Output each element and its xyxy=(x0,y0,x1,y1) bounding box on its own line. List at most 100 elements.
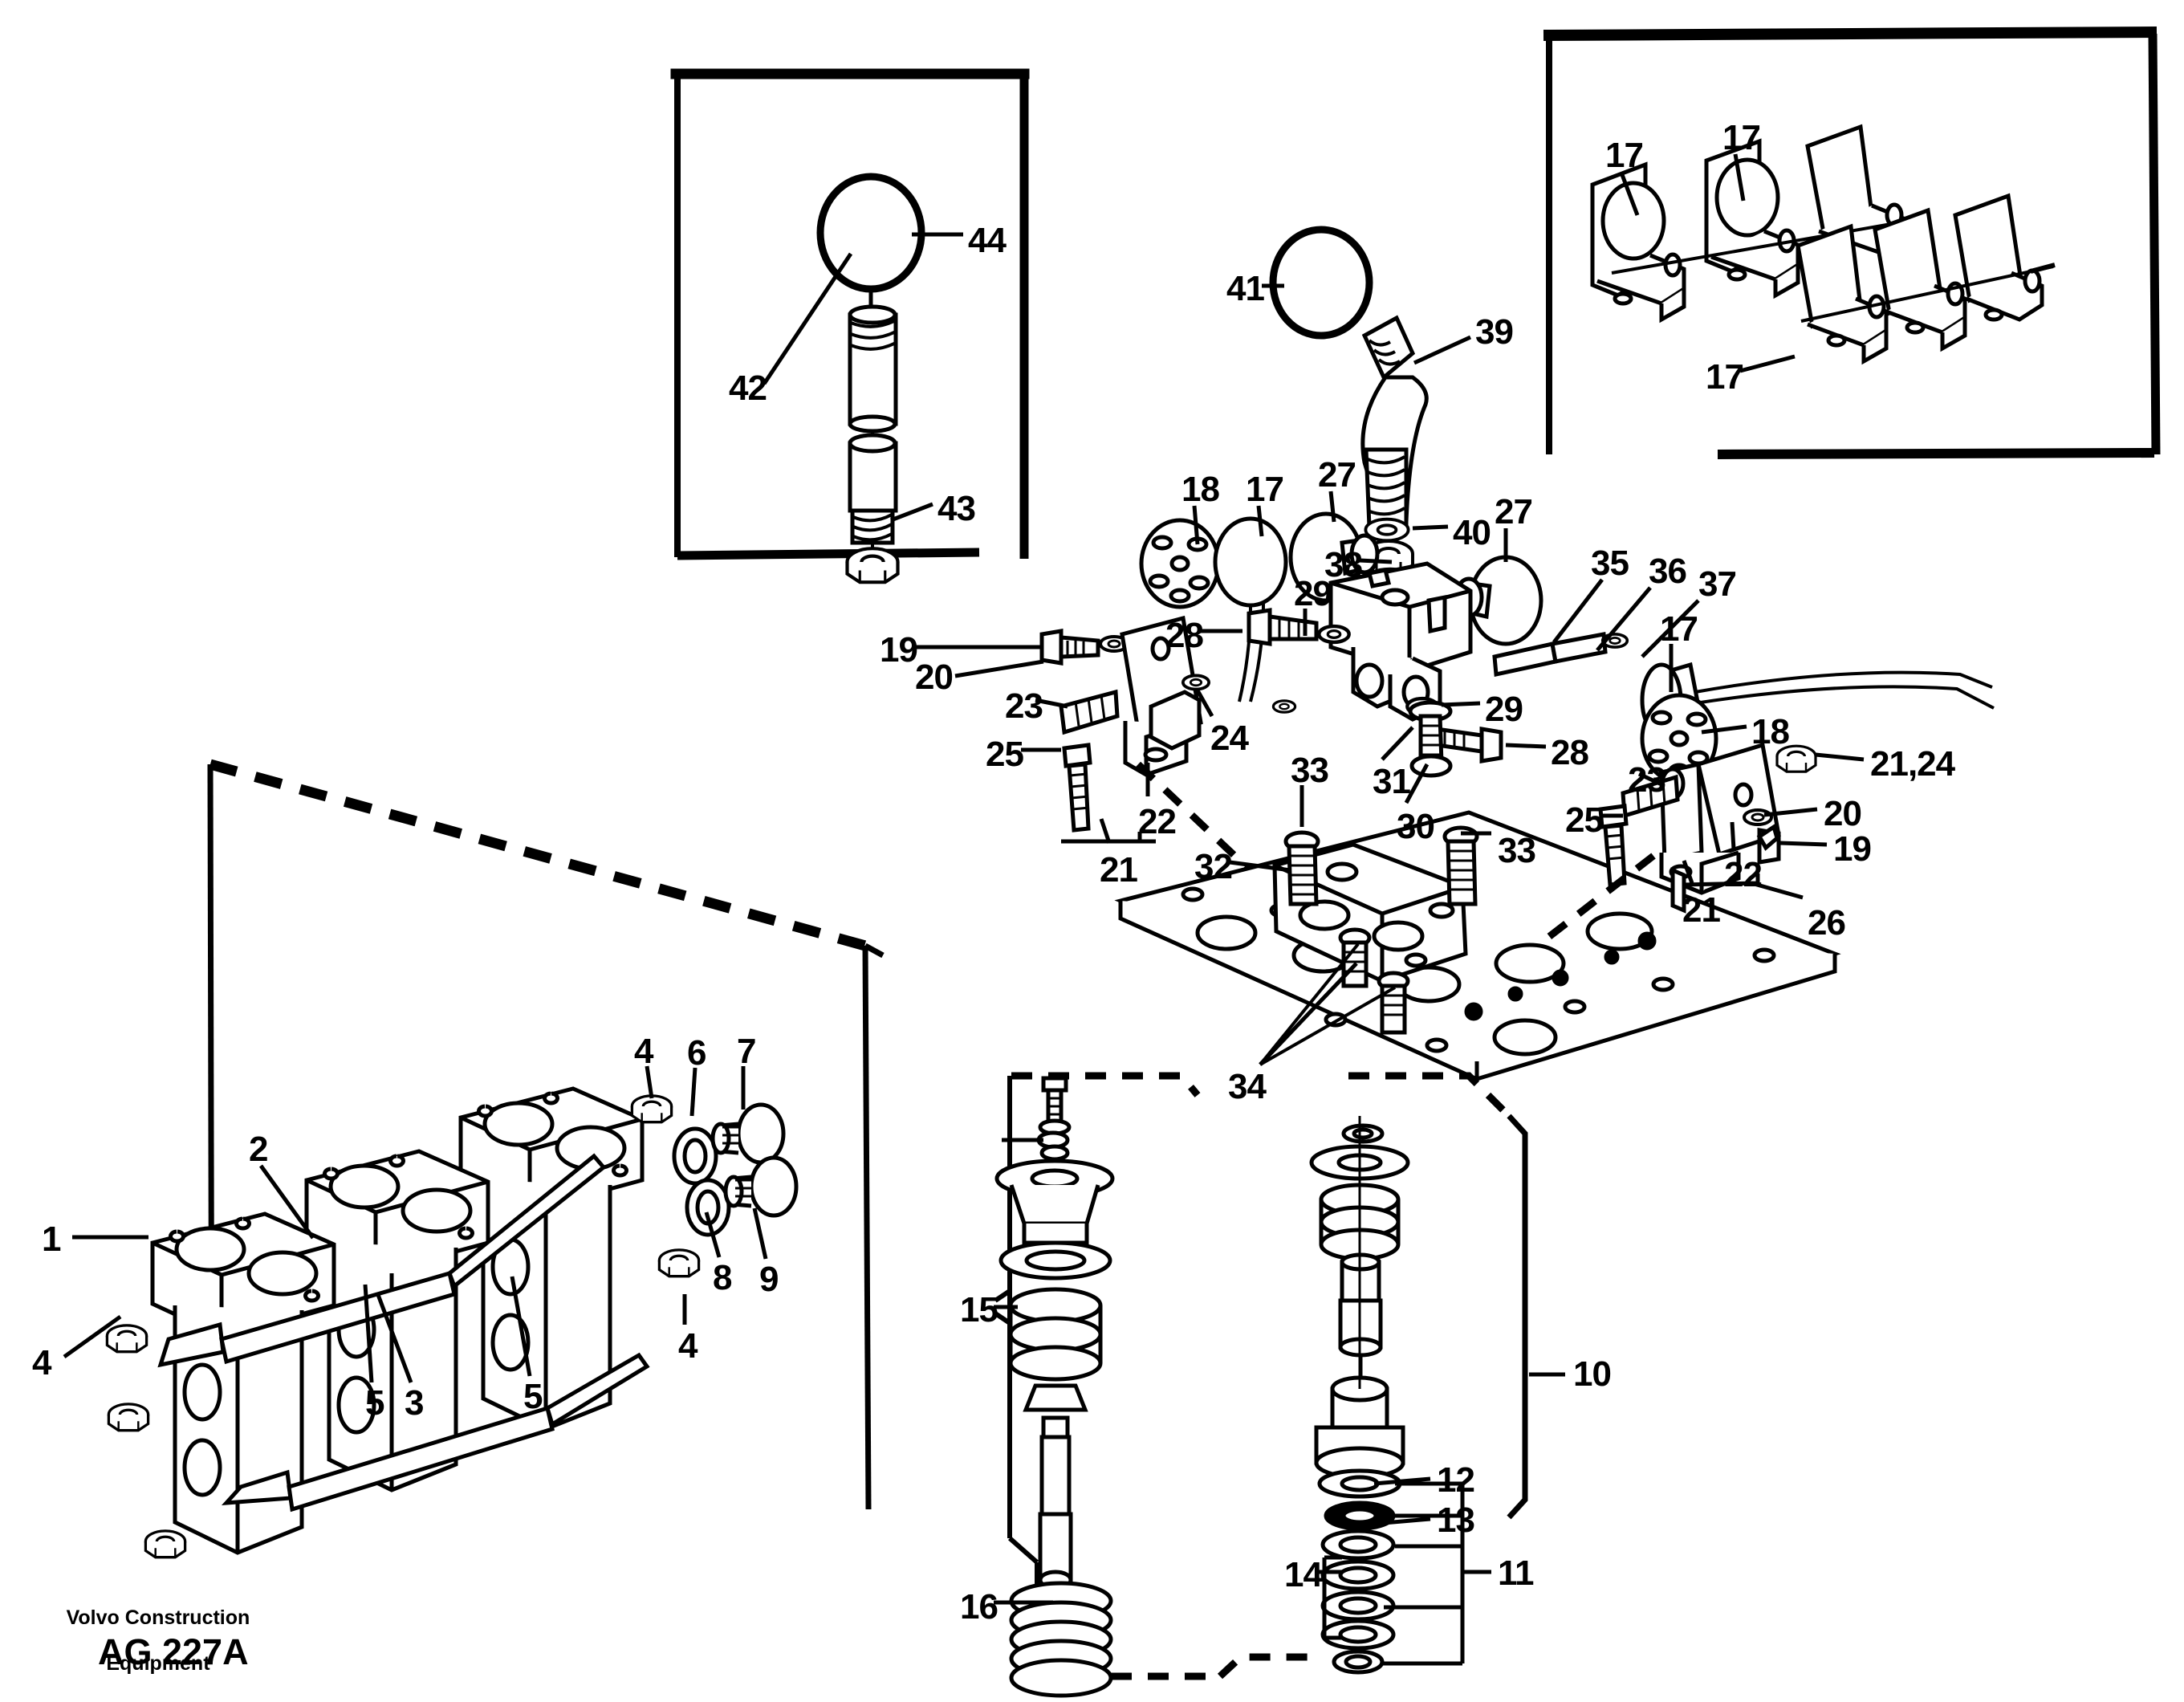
callout-33: 33 xyxy=(1291,751,1329,790)
callout-18: 18 xyxy=(1181,470,1220,509)
leader-line-c31 xyxy=(1381,726,1414,761)
callout-13: 13 xyxy=(1437,1500,1475,1540)
leader-line-c21b xyxy=(1682,860,1694,884)
callout-11: 11 xyxy=(1498,1553,1535,1593)
leader-line-c38 xyxy=(1359,558,1393,564)
callout-42: 42 xyxy=(729,368,767,408)
knob-detail-inset-frame xyxy=(670,68,1030,560)
callout-21: 21 xyxy=(1100,850,1138,890)
seal-6-art xyxy=(672,1126,718,1186)
leader-line-c43 xyxy=(890,502,933,523)
callout-24: 24 xyxy=(1210,719,1249,758)
leader-line-c2 xyxy=(258,1164,315,1240)
callout-21-24: 21,24 xyxy=(1870,744,1955,784)
callout-4: 4 xyxy=(634,1032,654,1071)
leader-line-c26 xyxy=(1751,881,1804,900)
leader-line-c2124 xyxy=(1815,752,1865,762)
screw-25-right xyxy=(1598,804,1629,887)
callout-15: 15 xyxy=(960,1290,998,1329)
leader-line-c36 xyxy=(1596,586,1652,652)
leader-line-c27a xyxy=(1328,491,1336,523)
callout-39: 39 xyxy=(1475,312,1514,352)
leader-line-c32 xyxy=(1229,860,1291,873)
callout-34: 34 xyxy=(1228,1067,1267,1106)
leader-line-c17b xyxy=(1733,153,1746,202)
callout-5: 5 xyxy=(365,1383,385,1423)
callout-27: 27 xyxy=(1495,492,1533,531)
cable-art xyxy=(1694,670,1993,694)
screw-25-left xyxy=(1062,743,1092,833)
spool-15-art xyxy=(994,1076,1115,1614)
callout-36: 36 xyxy=(1649,552,1687,591)
group-border-right xyxy=(862,945,872,1510)
leader-line-c37 xyxy=(1641,599,1700,658)
callout-29: 29 xyxy=(1485,690,1523,729)
leader-line-c19b xyxy=(1779,841,1828,847)
leader-line-c20a xyxy=(954,659,1044,678)
valve-block-3 xyxy=(458,1086,645,1431)
leader-line-c4a xyxy=(63,1314,122,1359)
callout-30: 30 xyxy=(1397,807,1435,846)
callout-20: 20 xyxy=(1824,794,1862,833)
leader-line-c12 xyxy=(1373,1476,1431,1486)
callout-18: 18 xyxy=(1751,712,1790,751)
tie-rod-upper xyxy=(157,1153,607,1368)
bolt-28-right xyxy=(1434,727,1503,763)
leader-line-c40 xyxy=(1412,524,1449,531)
leader-line-c5a xyxy=(363,1284,374,1383)
callout-19: 19 xyxy=(880,630,918,670)
callout-7: 7 xyxy=(737,1032,757,1071)
seal-8-art xyxy=(685,1178,731,1237)
callout-17: 17 xyxy=(1706,357,1744,397)
callout-6: 6 xyxy=(687,1033,707,1073)
callout-3: 3 xyxy=(405,1383,425,1423)
callout-22: 22 xyxy=(1138,802,1177,841)
callout-35: 35 xyxy=(1591,544,1629,583)
leader-line-c13 xyxy=(1373,1517,1431,1526)
capscrew-33-left xyxy=(1283,830,1320,906)
leader-line-c3 xyxy=(375,1292,413,1383)
callout-1: 1 xyxy=(42,1219,62,1259)
leader-line-c30 xyxy=(1404,763,1430,804)
leader-line-c9 xyxy=(752,1207,768,1260)
ball-knob-41-art xyxy=(1269,226,1373,340)
callout-10: 10 xyxy=(1573,1354,1612,1394)
plug-7-art xyxy=(710,1102,786,1165)
callout-41: 41 xyxy=(1226,269,1265,308)
leader-line-c34 xyxy=(1259,962,1358,1066)
callout-2: 2 xyxy=(249,1130,269,1169)
valve-block-2 xyxy=(304,1149,490,1492)
callout-14: 14 xyxy=(1284,1555,1323,1594)
callout-25: 25 xyxy=(986,735,1024,774)
callout-9: 9 xyxy=(759,1260,779,1299)
callout-16: 16 xyxy=(960,1587,998,1627)
control-housing-art xyxy=(1328,561,1473,722)
leader-line-c4b xyxy=(645,1065,654,1099)
brand-line-2: Equipment xyxy=(106,1652,210,1676)
leader-line-c18a xyxy=(1192,505,1200,545)
callout-20: 20 xyxy=(915,658,954,697)
inner-mount-block-art xyxy=(1272,842,1468,983)
callout-4: 4 xyxy=(32,1343,52,1382)
callout-17: 17 xyxy=(1722,118,1761,157)
leader-line-c24 xyxy=(1195,689,1214,718)
callout-22: 22 xyxy=(1724,855,1763,894)
brand-label: Volvo Construction Equipment xyxy=(48,1583,257,1676)
callout-40: 40 xyxy=(1453,513,1491,552)
bracket-14-art xyxy=(1318,1555,1342,1640)
drawing-code-label: AG 227A xyxy=(98,1631,249,1672)
callout-28: 28 xyxy=(1165,616,1204,655)
seal-12-art xyxy=(1317,1468,1402,1499)
lever-grip-39-art xyxy=(1361,315,1416,381)
leader-line-c28b xyxy=(1505,743,1547,749)
leader-line-c17c xyxy=(1739,354,1796,373)
leader-line-c35 xyxy=(1552,578,1604,644)
leader-line-c8 xyxy=(704,1211,722,1258)
callout-4: 4 xyxy=(678,1326,698,1366)
knob-27a-art xyxy=(1288,511,1380,603)
clamp-bracket-row-lower xyxy=(1796,193,2056,365)
callout-23: 23 xyxy=(1628,760,1666,800)
cable-art-2 xyxy=(1694,685,1995,710)
